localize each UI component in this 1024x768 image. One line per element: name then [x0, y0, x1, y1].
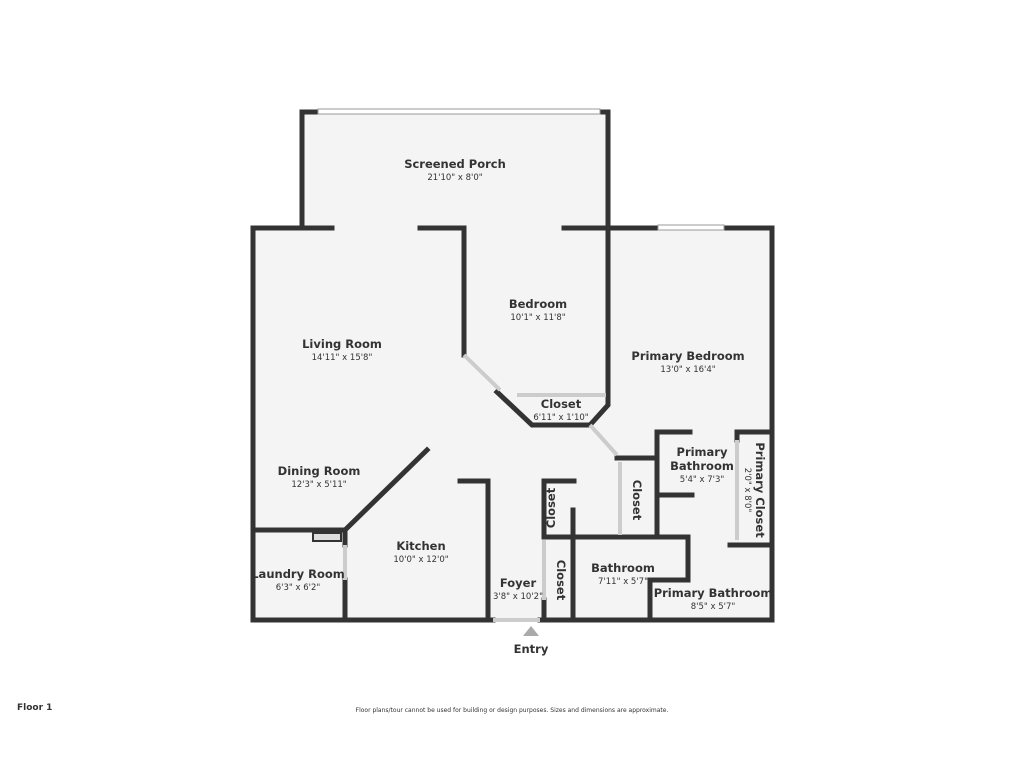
room-name: Bathroom: [591, 561, 655, 575]
room-dims: 5'4" x 7'3": [680, 475, 725, 485]
room-dims: 13'0" x 16'4": [660, 365, 715, 375]
room-name: Closet: [541, 397, 582, 411]
entry-arrow-icon: [523, 626, 539, 636]
room-name: Dining Room: [278, 464, 361, 478]
room-name: Primary: [677, 445, 728, 459]
room-dims: 21'10" x 8'0": [427, 173, 482, 183]
room-dims: 8'5" x 5'7": [691, 602, 736, 612]
walls: [250, 109, 775, 623]
room-dims: 2'0" x 8'0": [742, 468, 752, 513]
room-name: Closet: [554, 560, 568, 601]
room-name: Screened Porch: [404, 157, 506, 171]
room-name: Kitchen: [396, 539, 445, 553]
room-dims: 7'11" x 5'7": [598, 577, 648, 587]
room-name: Bedroom: [509, 297, 567, 311]
disclaimer: Floor plans/tour cannot be used for buil…: [355, 707, 669, 714]
room-dims: 10'1" x 11'8": [510, 313, 565, 323]
doors-windows: [317, 108, 739, 622]
room-dims: 12'3" x 5'11": [291, 480, 346, 490]
room-name: Closet: [544, 487, 558, 528]
room-dims: 6'11" x 1'10": [533, 413, 588, 423]
room-name: Closet: [630, 480, 644, 521]
room-dims: 6'3" x 6'2": [276, 583, 321, 593]
room-name: Bathroom: [670, 459, 734, 473]
floor-label: Floor 1: [17, 703, 53, 713]
room-name: Primary Closet: [753, 442, 767, 538]
room-dims: 14'11" x 15'8": [312, 353, 373, 363]
room-name: Foyer: [500, 576, 537, 590]
room-dims: 3'8" x 10'2": [493, 592, 543, 602]
room-name: Primary Bathroom: [654, 586, 773, 600]
room-name: Laundry Room: [251, 567, 345, 581]
entry-label: Entry: [514, 642, 549, 656]
room-name: Living Room: [302, 337, 382, 351]
room-dims: 10'0" x 12'0": [393, 555, 448, 565]
room-name: Primary Bedroom: [631, 349, 744, 363]
